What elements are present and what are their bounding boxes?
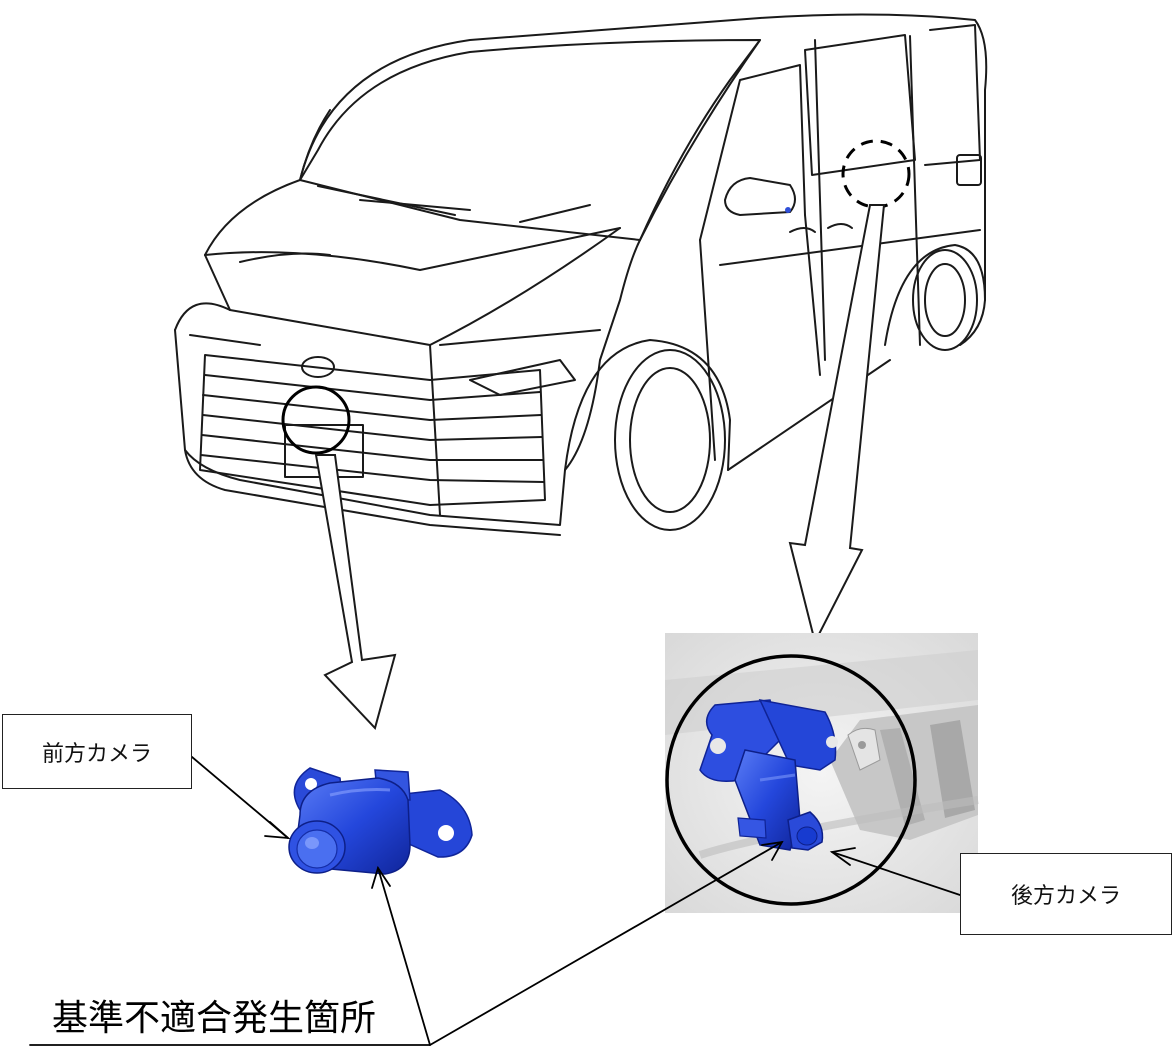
rear-camera-label-text: 後方カメラ (1010, 884, 1121, 909)
rear-camera-location-circle (841, 139, 911, 209)
rear-camera-leader-arrowhead (829, 847, 856, 866)
front-camera-leader-arrowhead (264, 821, 291, 840)
front-camera-label: 前方カメラ (2, 714, 192, 789)
front-camera-location-circle (281, 385, 351, 455)
leader-lines (29, 756, 961, 1046)
defect-location-caption: 基準不適合発生箇所 (52, 998, 377, 1039)
defect-leader-front (377, 867, 431, 1046)
defect-leader-rear-arrowhead (761, 840, 784, 861)
rear-camera-label: 後方カメラ (960, 853, 1172, 935)
front-camera-label-text: 前方カメラ (41, 741, 152, 767)
front-pointer-arrow (314, 454, 397, 730)
mirror-marker (785, 207, 791, 213)
rear-camera-leader (831, 851, 961, 896)
rear-camera-photo (665, 633, 979, 913)
front-camera-image (288, 767, 473, 875)
defect-leader-rear (429, 841, 783, 1046)
defect-leader-front-arrowhead (371, 865, 391, 889)
van-illustration (174, 13, 988, 536)
rear-pointer-arrow (788, 204, 886, 645)
